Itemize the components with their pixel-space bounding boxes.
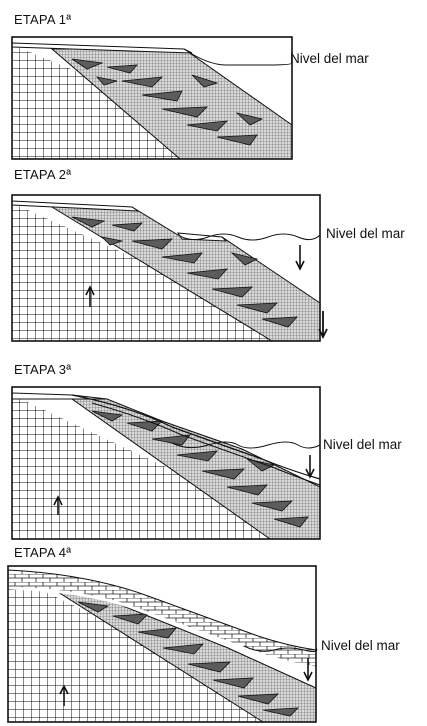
stage-1-title: ETAPA 1ª xyxy=(14,12,72,27)
stage-2-title: ETAPA 2ª xyxy=(14,167,72,182)
stage-1-sea-level-label: Nivel del mar xyxy=(290,51,369,66)
stage-4-cross-section xyxy=(7,565,318,723)
stage-2-cross-section xyxy=(11,194,328,342)
stage-4-title: ETAPA 4ª xyxy=(14,545,72,560)
stage-3-title: ETAPA 3ª xyxy=(14,362,72,377)
stage-3-cross-section xyxy=(11,386,321,540)
stage-1-cross-section xyxy=(11,36,293,160)
stage-3-sea-level-label: Nivel del mar xyxy=(323,437,402,452)
stage-2-sea-level-label: Nivel del mar xyxy=(326,226,405,241)
stage-4-sea-level-label: Nivel del mar xyxy=(321,638,400,653)
